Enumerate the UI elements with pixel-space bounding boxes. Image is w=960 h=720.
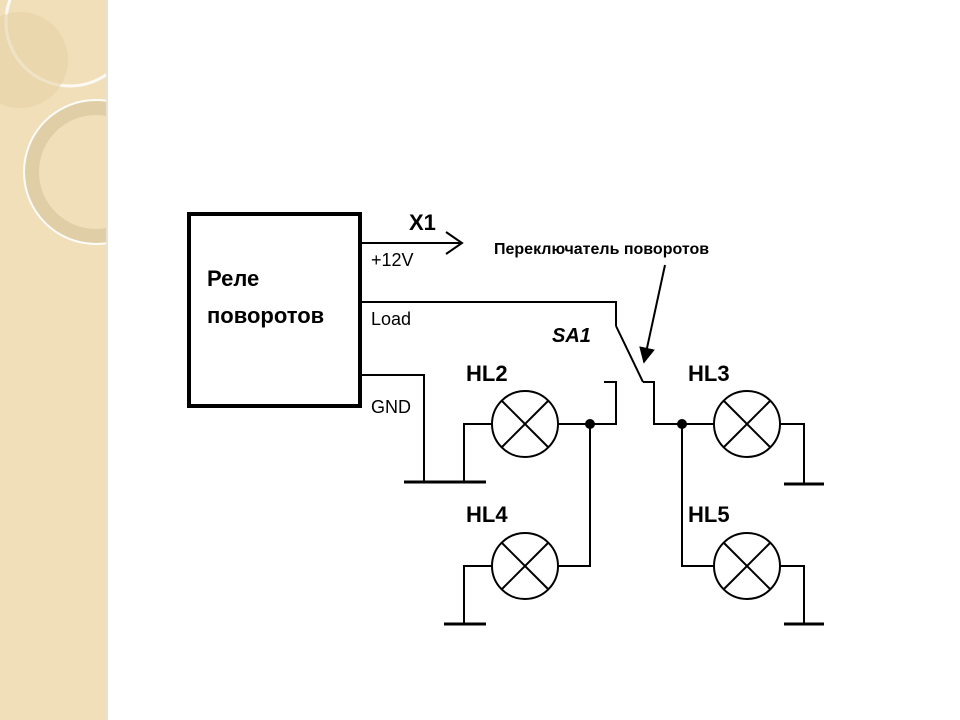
wire-load — [360, 301, 617, 326]
lamp-hl5-label: HL5 — [688, 502, 730, 527]
wire-hl3-gnd — [780, 423, 805, 484]
pin-12v-label: +12V — [371, 250, 414, 270]
lamp-hl4 — [491, 532, 559, 600]
wire-hl5-gnd — [780, 565, 805, 624]
relay-box — [187, 212, 362, 408]
callout-arrow — [639, 264, 666, 364]
decorative-sidebar — [0, 0, 106, 720]
wire-left-down — [558, 424, 591, 567]
switch-sa1-blade — [615, 325, 644, 383]
lamp-hl2-label: HL2 — [466, 361, 508, 386]
pin-load-label: Load — [371, 309, 411, 329]
lamp-hl3-label: HL3 — [688, 361, 730, 386]
lamp-hl4-label: HL4 — [466, 502, 508, 527]
pin-gnd-label: GND — [371, 397, 411, 417]
decorative-rings — [0, 0, 106, 245]
switch-sa1-label: SA1 — [552, 325, 591, 347]
wire-hl2-gnd — [463, 423, 492, 482]
wire-right-down — [681, 424, 714, 567]
relay-title-line1: Реле — [207, 266, 259, 291]
lamp-hl5 — [713, 532, 781, 600]
relay-title-line2: поворотов — [207, 303, 324, 328]
connector-x1-label: X1 — [409, 210, 436, 235]
lamp-hl3 — [713, 390, 781, 458]
lamp-hl2 — [491, 390, 559, 458]
wire-right-contact — [643, 381, 714, 425]
wire-hl4-gnd — [463, 565, 492, 624]
switch-callout: Переключатель поворотов — [494, 241, 709, 258]
wire-left-contact — [558, 381, 617, 425]
connector-x1-arrow — [445, 231, 464, 255]
wire-gnd — [360, 374, 425, 482]
slide-border — [106, 0, 108, 720]
